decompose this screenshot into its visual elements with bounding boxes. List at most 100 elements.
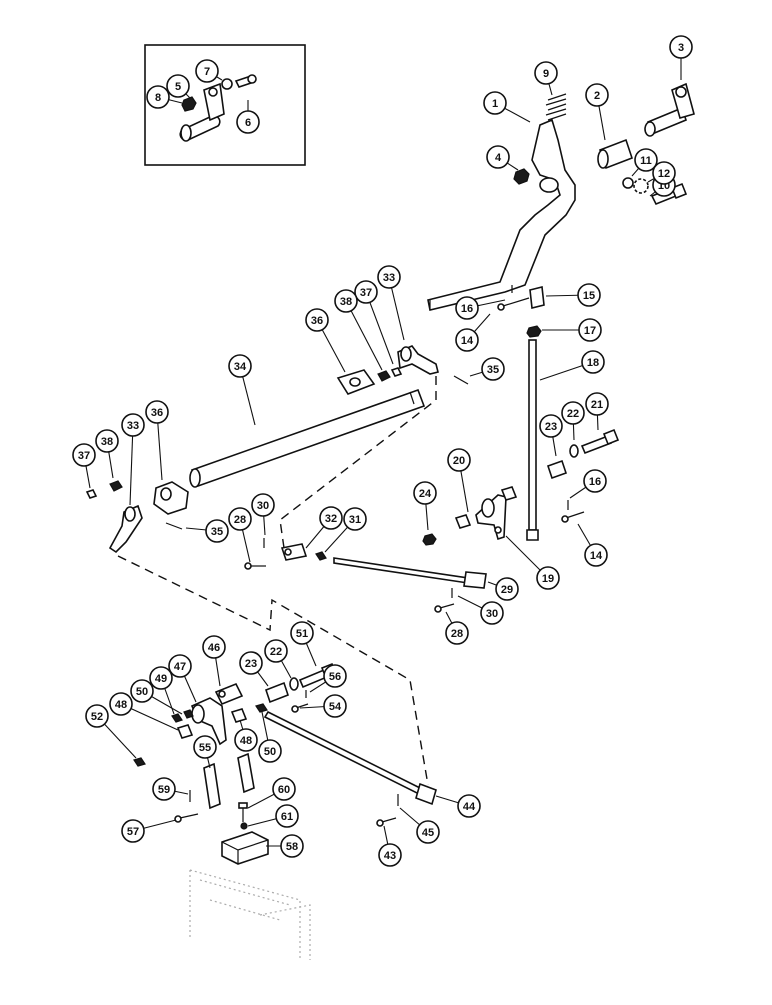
nut-17 [526,325,542,338]
pin-28b [434,603,455,613]
callout-c3: 3 [669,35,693,59]
callout-label: 43 [384,850,396,862]
callout-circle [272,777,296,801]
callout-c18: 18 [581,350,605,374]
callout-c59: 59 [152,777,176,801]
callout-c57: 57 [121,819,145,843]
callout-circle [305,308,329,332]
callout-c51: 51 [290,621,314,645]
nut-31 [315,551,327,561]
callout-c46: 46 [202,635,226,659]
callout-c7: 7 [195,59,219,83]
callout-label: 11 [640,155,652,167]
callout-label: 19 [542,573,554,585]
callout-c19: 19 [536,566,560,590]
callout-c14b: 14 [584,543,608,567]
callout-circle [585,83,609,107]
callout-label: 47 [174,661,186,673]
callout-label: 37 [360,287,372,299]
callout-circle [236,110,260,134]
spring-9 [545,93,567,121]
callout-c11: 11 [634,148,658,172]
callout-label: 16 [589,476,601,488]
bushing-2 [597,138,634,170]
callout-circle [447,448,471,472]
callout-c4: 4 [486,145,510,169]
pin-14b [561,511,585,523]
callout-circle [481,357,505,381]
callout-circle [583,469,607,493]
bushing-20b [500,486,518,501]
lever-33b [108,504,143,554]
callout-circle [109,692,133,716]
bolt-60 [238,802,248,822]
callout-label: 16 [461,303,473,315]
clevis-46 [214,682,244,706]
pin-57 [174,813,199,823]
callout-label: 31 [349,514,361,526]
callout-circle [652,161,676,185]
callout-c28a: 28 [228,507,252,531]
callout-label: 33 [383,272,395,284]
callout-circle [152,777,176,801]
washer-61 [240,822,248,830]
callout-c34: 34 [228,354,252,378]
callout-c38a: 38 [334,289,358,313]
callout-c22b: 22 [264,639,288,663]
callout-circle [319,506,343,530]
callout-circle [130,679,154,703]
callout-c47: 47 [168,654,192,678]
shaft-34 [189,388,426,488]
callout-c50b: 50 [258,739,282,763]
callout-c52: 52 [85,704,109,728]
callout-label: 45 [422,827,434,839]
bushing-38a [377,370,391,382]
callout-circle [377,265,401,289]
callout-c43: 43 [378,843,402,867]
callout-c14a: 14 [455,328,479,352]
callout-label: 60 [278,784,290,796]
callout-layer: 1234567891011121415161718212223161420241… [72,35,693,867]
callout-label: 48 [240,735,252,747]
bushing-23a [546,459,568,480]
callout-label: 15 [583,290,595,302]
clevis-15 [497,285,545,311]
lever-33a [397,345,439,375]
callout-c12: 12 [652,161,676,185]
callout-c55: 55 [193,735,217,759]
callout-circle [584,543,608,567]
callout-circle [280,834,304,858]
callout-circle [480,601,504,625]
callout-circle [228,507,252,531]
callout-label: 33 [127,420,139,432]
callout-label: 28 [451,628,463,640]
block-58 [221,831,269,865]
bellcrank-47 [190,697,227,746]
callout-c50a: 50 [130,679,154,703]
callout-label: 6 [245,117,251,129]
callout-circle [85,704,109,728]
callout-label: 38 [101,436,113,448]
callout-c23a: 23 [539,414,563,438]
callout-c37a: 37 [354,280,378,304]
washer-22b [289,677,299,691]
callout-c49: 49 [149,666,173,690]
callout-circle [495,577,519,601]
callout-c35a: 35 [481,357,505,381]
callout-label: 36 [151,407,163,419]
callout-label: 30 [486,608,498,620]
callout-label: 18 [587,357,599,369]
callout-c28b: 28 [445,621,469,645]
callout-c29: 29 [495,577,519,601]
callout-circle [486,145,510,169]
base-ghost [189,869,311,960]
callout-label: 46 [208,642,220,654]
callout-circle [483,91,507,115]
callout-label: 24 [419,488,432,500]
pin-28a [244,562,266,570]
callout-circle [95,429,119,453]
callout-circle [585,392,609,416]
callout-label: 2 [594,90,600,102]
